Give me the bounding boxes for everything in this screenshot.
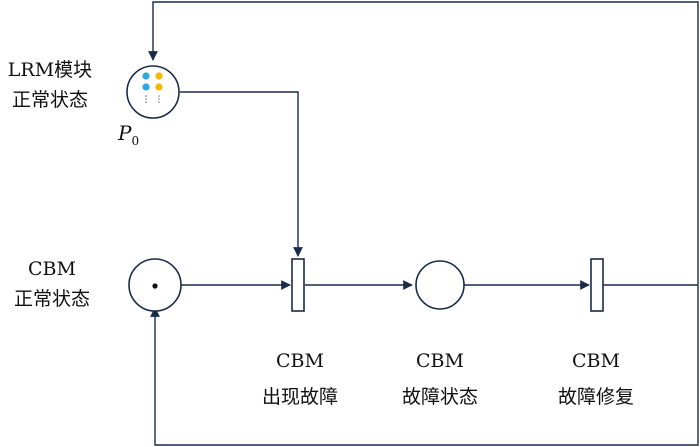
label-cbm-normal-line1: CBM [28, 258, 76, 280]
label-p0-line1: LRM模块 [7, 59, 93, 81]
label-fault-line1: CBM [416, 350, 464, 372]
label-cbm-normal: CBM 正常状态 [6, 254, 98, 314]
label-t2: CBM 故障修复 [546, 346, 646, 412]
arc-t2-to-p0 [148, 1, 699, 285]
label-t1: CBM 出现故障 [250, 346, 350, 412]
label-p0-line2: 正常状态 [11, 89, 88, 111]
place-cbm-fault [415, 260, 465, 310]
token-dark [152, 283, 158, 289]
label-p0-subscript: 0 [131, 134, 140, 148]
label-cbm-normal-line2: 正常状态 [13, 288, 90, 310]
token-yellow-1 [155, 72, 163, 80]
arc-t2-to-cbm-normal [150, 285, 699, 446]
label-t1-line2: 出现故障 [261, 386, 338, 408]
token-ellipsis [145, 95, 160, 103]
label-t2-line1: CBM [572, 350, 620, 372]
label-p0-name: P0 [118, 118, 139, 156]
label-t1-line1: CBM [276, 350, 324, 372]
place-p0 [126, 65, 180, 119]
label-fault: CBM 故障状态 [390, 346, 490, 412]
label-fault-line2: 故障状态 [401, 386, 478, 408]
label-p0: LRM模块 正常状态 [2, 55, 98, 115]
arc-p0-to-t1 [180, 91, 303, 257]
token-blue-2 [142, 83, 150, 91]
transition-cbm-fault-occur [291, 258, 305, 312]
transition-cbm-repair [590, 258, 604, 312]
label-t2-line2: 故障修复 [557, 386, 634, 408]
token-blue-1 [142, 72, 150, 80]
label-p0-letter: P [118, 121, 132, 145]
token-yellow-2 [155, 83, 163, 91]
